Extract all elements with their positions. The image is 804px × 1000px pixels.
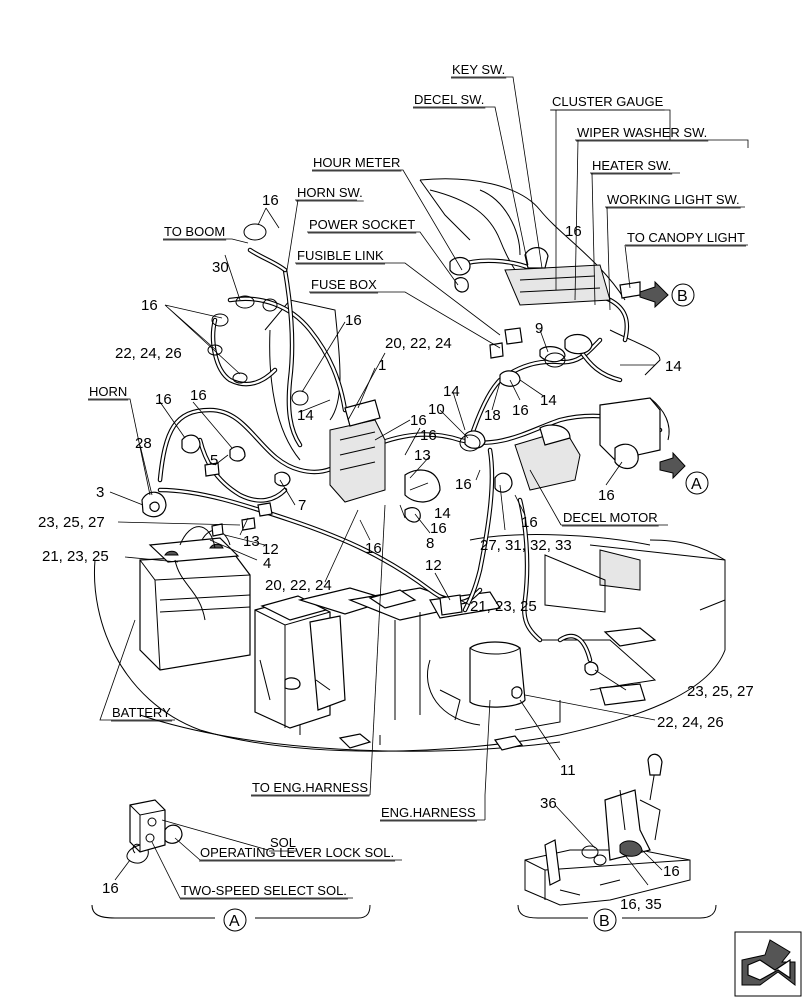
callout-21-23-25: 21, 23, 25 — [42, 548, 109, 565]
component-labels: KEY SW. DECEL SW. CLUSTER GAUGE WIPER WA… — [88, 62, 747, 900]
label-to-eng-harness: TO ENG.HARNESS — [252, 780, 368, 795]
label-horn-sw: HORN SW. — [297, 185, 363, 200]
svg-text:A: A — [229, 913, 240, 930]
callout-16: 16 — [430, 520, 447, 537]
callout-3: 3 — [96, 484, 104, 501]
callout-16: 16 — [565, 223, 582, 240]
callout-16: 16 — [102, 880, 119, 897]
label-key-sw: KEY SW. — [452, 62, 505, 77]
callout-16: 16 — [190, 387, 207, 404]
callout-23-25-27: 23, 25, 27 — [38, 514, 105, 531]
label-power-socket: POWER SOCKET — [309, 217, 415, 232]
label-decel-motor: DECEL MOTOR — [563, 510, 658, 525]
callout-16: 16 — [598, 487, 615, 504]
view-marker-a-arrow: A — [685, 471, 709, 495]
components — [141, 223, 670, 699]
callout-16: 16 — [345, 312, 362, 329]
label-cluster-gauge: CLUSTER GAUGE — [552, 94, 664, 109]
callout-16: 16 — [410, 412, 427, 429]
callout-30: 30 — [212, 259, 229, 276]
part-callouts: 16 30 16 16 22, 24, 26 16 16 28 5 3 23, … — [38, 192, 754, 913]
callout-1: 1 — [378, 357, 386, 374]
callout-16: 16 — [141, 297, 158, 314]
callout-16: 16 — [262, 192, 279, 209]
callout-14: 14 — [434, 505, 451, 522]
callout-12: 12 — [262, 541, 279, 558]
callout-13: 13 — [243, 533, 260, 550]
callout-22-24-26: 22, 24, 26 — [657, 714, 724, 731]
callout-16: 16 — [521, 514, 538, 531]
label-sol: SOL — [270, 835, 296, 850]
callout-22-24-26: 22, 24, 26 — [115, 345, 182, 362]
label-hour-meter: HOUR METER — [313, 155, 400, 170]
callout-23-25-27: 23, 25, 27 — [687, 683, 754, 700]
callout-36: 36 — [540, 795, 557, 812]
callout-20-22-24: 20, 22, 24 — [265, 577, 332, 594]
callout-20-22-24: 20, 22, 24 — [385, 335, 452, 352]
callout-16: 16 — [455, 476, 472, 493]
label-wiper-washer-sw: WIPER WASHER SW. — [577, 125, 707, 140]
callout-16: 16 — [663, 863, 680, 880]
callout-18: 18 — [484, 407, 501, 424]
chassis-beams — [254, 587, 526, 751]
callout-16: 16 — [512, 402, 529, 419]
label-to-boom: TO BOOM — [164, 224, 225, 239]
callout-27-31-32-33: 27, 31, 32, 33 — [480, 537, 572, 554]
label-eng-harness: ENG.HARNESS — [381, 805, 476, 820]
detail-a-marker: A — [223, 908, 247, 932]
next-page-arrow-icon[interactable] — [741, 939, 796, 987]
callout-14: 14 — [297, 407, 314, 424]
callout-14: 14 — [443, 383, 460, 400]
detail-b-illustration — [524, 753, 691, 906]
callout-16: 16 — [365, 540, 382, 557]
view-marker-b-arrow: B — [671, 283, 695, 307]
callout-8: 8 — [426, 535, 434, 552]
callout-14: 14 — [540, 392, 557, 409]
svg-text:A: A — [691, 476, 702, 493]
callout-16: 16 — [420, 427, 437, 444]
label-fusible-link: FUSIBLE LINK — [297, 248, 384, 263]
label-horn: HORN — [89, 384, 127, 399]
callout-16-35: 16, 35 — [620, 896, 662, 913]
label-to-canopy-light: TO CANOPY LIGHT — [627, 230, 745, 245]
detail-a-illustration — [126, 799, 183, 864]
label-decel-sw: DECEL SW. — [414, 92, 484, 107]
callout-28: 28 — [135, 435, 152, 452]
callout-21-23-25: 21, 23, 25 — [470, 598, 537, 615]
svg-text:B: B — [599, 913, 610, 930]
label-fuse-box: FUSE BOX — [311, 277, 377, 292]
callout-14: 14 — [665, 358, 682, 375]
callout-13: 13 — [414, 447, 431, 464]
callout-12: 12 — [425, 557, 442, 574]
callout-4: 4 — [263, 555, 271, 572]
battery — [139, 526, 251, 671]
label-two-speed-select-sol: TWO-SPEED SELECT SOL. — [181, 883, 347, 898]
label-operating-lever-lock-sol: OPERATING LEVER LOCK SOL. — [200, 845, 394, 860]
callout-5: 5 — [210, 452, 218, 469]
detail-b-marker: B — [593, 908, 617, 932]
callout-16: 16 — [155, 391, 172, 408]
svg-text:B: B — [677, 288, 688, 305]
label-working-light-sw: WORKING LIGHT SW. — [607, 192, 740, 207]
upper-frame — [93, 534, 726, 752]
callout-9: 9 — [535, 320, 543, 337]
label-heater-sw: HEATER SW. — [592, 158, 671, 173]
label-battery: BATTERY — [112, 705, 171, 720]
callout-7: 7 — [298, 497, 306, 514]
leader-lines — [88, 76, 802, 997]
callout-11: 11 — [560, 762, 576, 779]
callout-10: 10 — [428, 401, 445, 418]
